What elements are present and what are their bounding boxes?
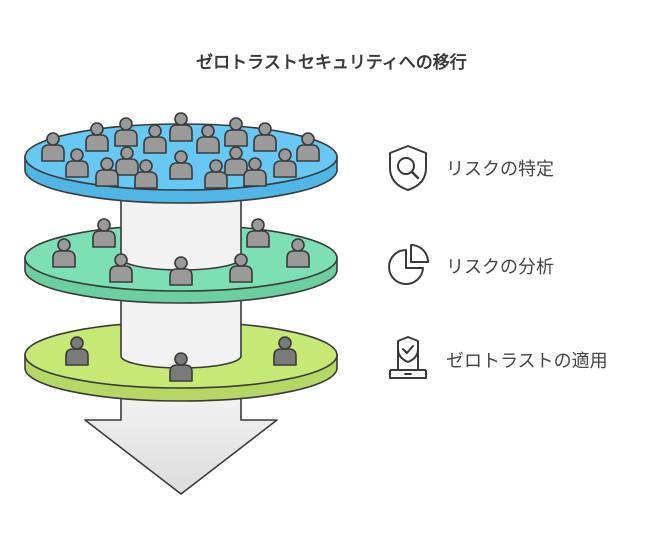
- legend-row-risk-analysis: リスクの分析: [382, 240, 554, 292]
- pie-chart-icon: [388, 244, 429, 285]
- legend-label: リスクの分析: [446, 257, 554, 278]
- magnifier-shield-icon: [389, 145, 427, 191]
- person-icon: [246, 218, 270, 248]
- person-icon: [114, 117, 138, 147]
- person-icon: [253, 122, 277, 152]
- person-icon: [92, 218, 116, 248]
- laptop-shield-icon: [389, 336, 427, 379]
- person-icon: [224, 117, 248, 147]
- legend-label: ゼロトラストの適用: [446, 351, 608, 372]
- legend-row-zero-trust-application: ゼロトラストの適用: [382, 334, 608, 386]
- person-icon: [169, 112, 193, 142]
- diagram-title: ゼロトラストセキュリティへの移行: [196, 53, 467, 73]
- legend-row-risk-identification: リスクの特定: [382, 142, 554, 194]
- legend-label: リスクの特定: [446, 159, 554, 180]
- person-icon: [85, 122, 109, 152]
